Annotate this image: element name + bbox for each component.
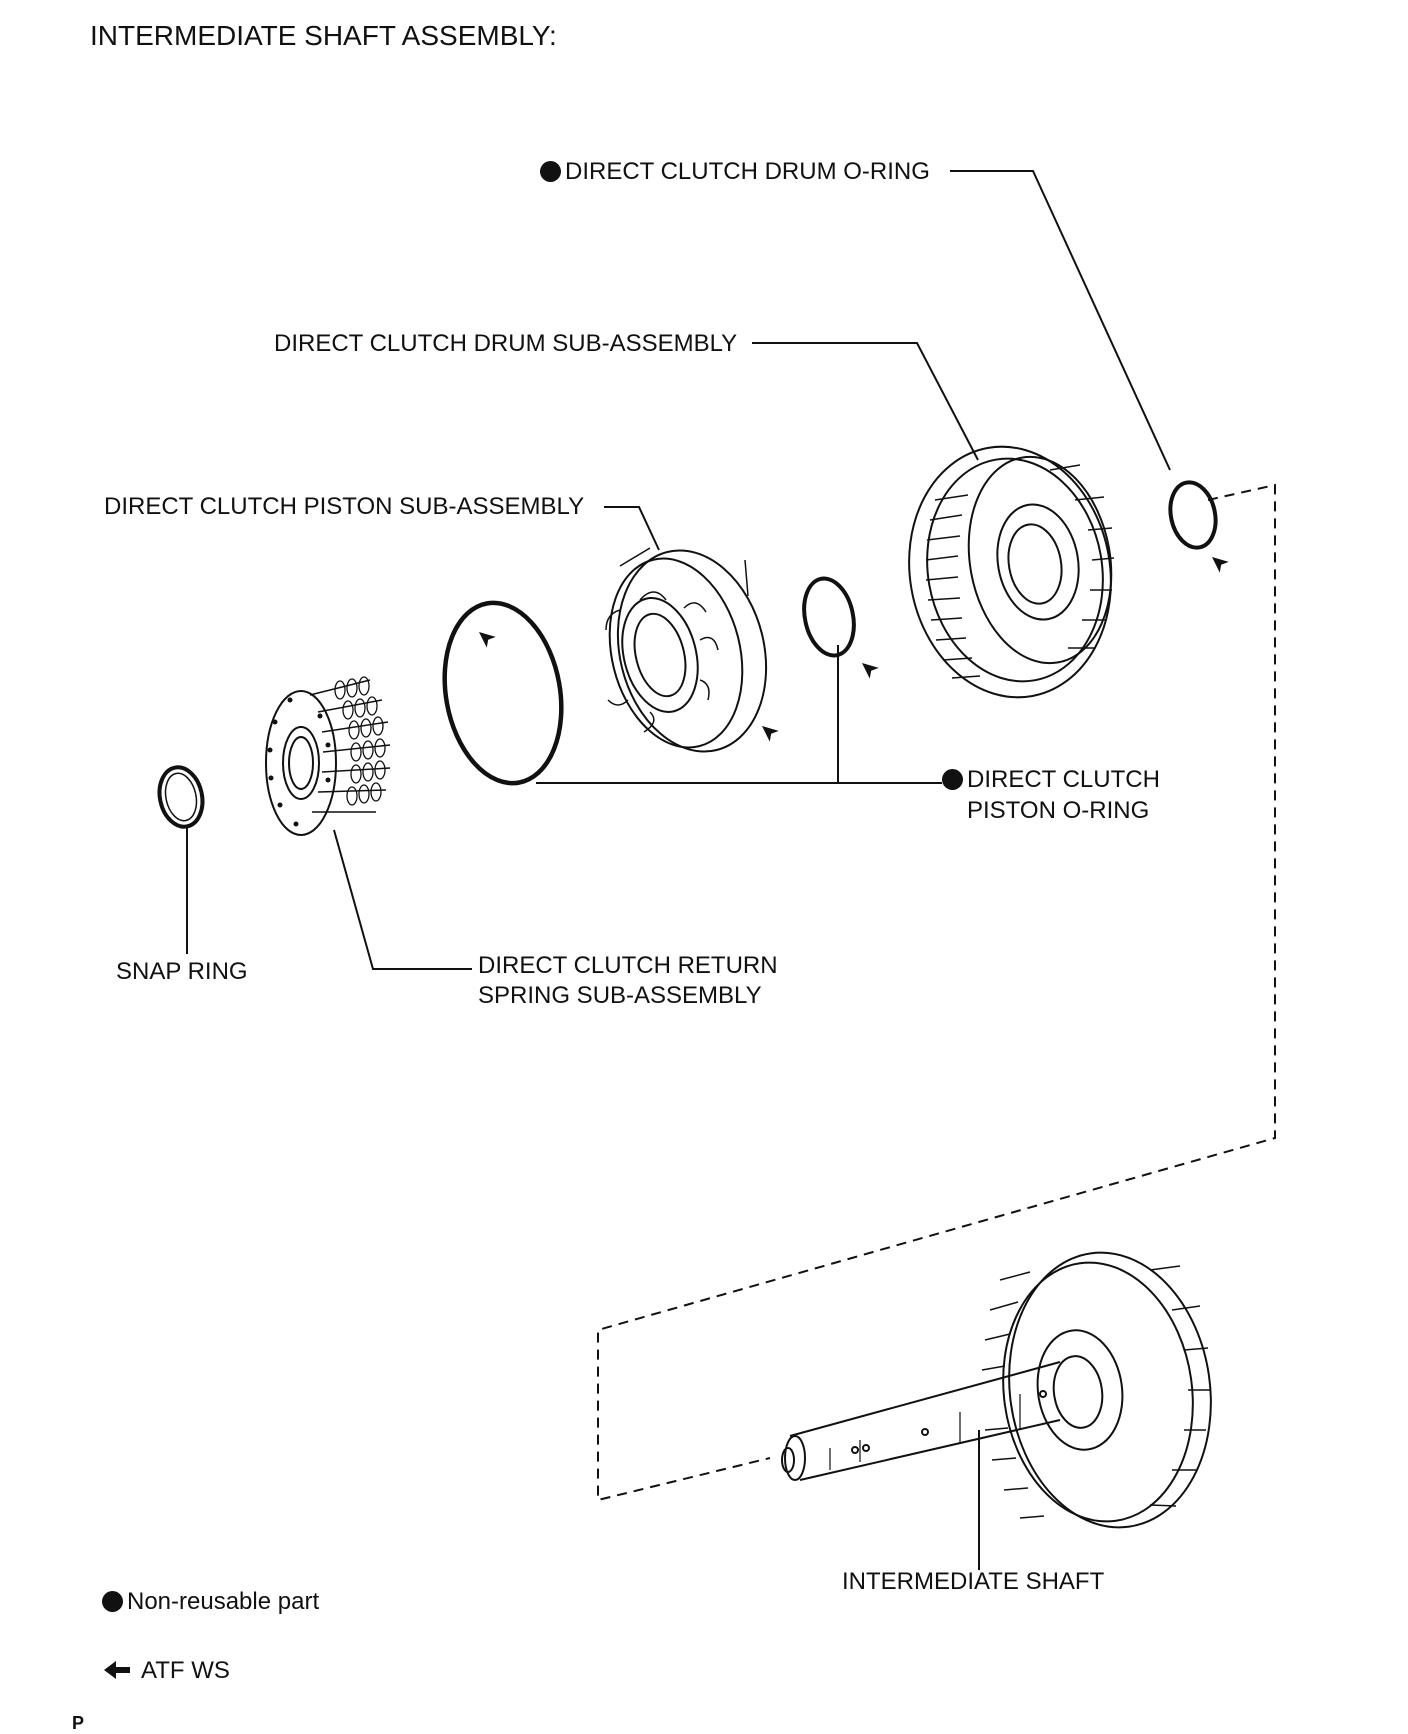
corner-mark: P [72, 1713, 85, 1733]
callout-intermediate-shaft: INTERMEDIATE SHAFT [842, 1568, 1105, 1595]
atf-arrow-icon [757, 720, 779, 742]
legend-non-reusable-text: Non-reusable part [127, 1588, 320, 1615]
page-title: INTERMEDIATE SHAFT ASSEMBLY: [90, 20, 557, 51]
leader-lines [186, 170, 1171, 1570]
drum-drawing [908, 445, 1115, 699]
legend-atf-ws: ATF WS [141, 1657, 230, 1684]
intermediate-shaft-drawing [781, 1251, 1212, 1529]
callout-return-spring-line1: DIRECT CLUTCH RETURN [478, 952, 778, 979]
callout-drum-sub-assembly: DIRECT CLUTCH DRUM SUB-ASSEMBLY [274, 330, 738, 357]
arrow-left-icon [104, 1661, 130, 1679]
filled-circle-icon [102, 1591, 123, 1612]
callout-snap-ring: SNAP RING [116, 958, 248, 985]
callout-piston-sub-assembly: DIRECT CLUTCH PISTON SUB-ASSEMBLY [104, 493, 585, 520]
callout-return-spring-line2: SPRING SUB-ASSEMBLY [478, 982, 762, 1009]
piston-outer-o-ring-drawing [442, 600, 564, 786]
atf-arrow-icon [1207, 551, 1229, 573]
filled-circle-icon [540, 161, 561, 182]
atf-arrows [474, 551, 1229, 742]
callout-piston-o-ring: DIRECT CLUTCH [942, 764, 1160, 795]
piston-drawing [605, 547, 768, 753]
drum-o-ring-drawing [1168, 480, 1218, 550]
atf-arrow-icon [474, 626, 496, 648]
atf-arrow-icon [857, 657, 879, 679]
callout-piston-o-ring-line2: PISTON O-RING [967, 797, 1150, 824]
snap-ring-drawing [157, 765, 205, 829]
piston-inner-o-ring-drawing [802, 576, 856, 658]
filled-circle-icon [942, 769, 963, 790]
callout-piston-o-ring-line1: DIRECT CLUTCH [967, 766, 1160, 793]
callout-drum-o-ring: DIRECT CLUTCH DRUM O-RING [540, 156, 930, 187]
callout-drum-o-ring-text: DIRECT CLUTCH DRUM O-RING [565, 158, 930, 185]
alignment-dashes [597, 483, 1276, 1502]
return-spring-drawing [265, 676, 391, 836]
legend-non-reusable: Non-reusable part [102, 1586, 319, 1617]
